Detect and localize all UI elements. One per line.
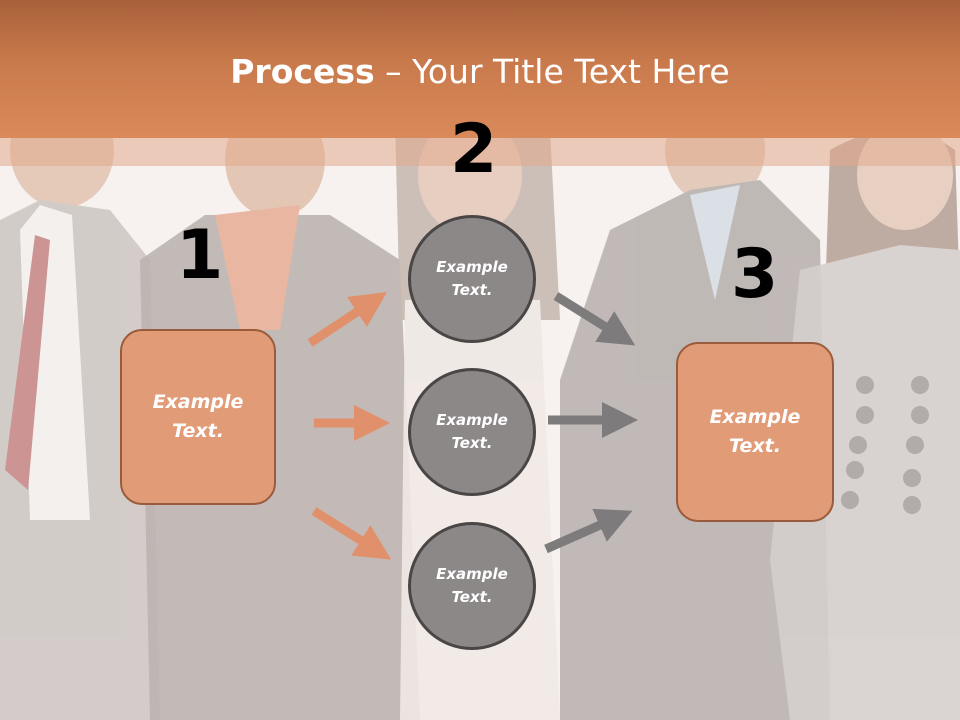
step-number-3: 3 <box>731 235 779 314</box>
arrow-to-bottom-circle <box>311 507 392 560</box>
slide-title[interactable]: Process – Your Title Text Here <box>0 52 960 91</box>
title-bar <box>0 0 960 138</box>
circle-middle-line2: Text. <box>451 434 493 452</box>
step-1-text-line1: Example <box>152 391 244 413</box>
step-3-text-line1: Example <box>709 406 801 428</box>
arrow-to-top-circle <box>307 292 388 347</box>
step-number-2: 2 <box>450 110 498 189</box>
step-3-text-line2: Text. <box>729 435 781 457</box>
title-bar-strip <box>0 138 960 166</box>
step-number-1: 1 <box>176 216 224 295</box>
step-2-circle-top[interactable]: Example Text. <box>408 215 536 343</box>
step-1-box[interactable]: Example Text. <box>120 329 276 505</box>
step-2-circle-bottom[interactable]: Example Text. <box>408 522 536 650</box>
arrow-from-top-circle <box>553 292 636 346</box>
circle-top-line1: Example <box>436 258 508 276</box>
title-bold: Process <box>230 52 375 91</box>
arrow-from-bottom-circle <box>544 508 633 554</box>
circle-middle-line1: Example <box>436 411 508 429</box>
step-2-circle-middle[interactable]: Example Text. <box>408 368 536 496</box>
title-rest: – Your Title Text Here <box>374 52 730 91</box>
circle-bottom-line1: Example <box>436 565 508 583</box>
step-1-text-line2: Text. <box>172 420 224 442</box>
circle-bottom-line2: Text. <box>451 588 493 606</box>
step-3-box[interactable]: Example Text. <box>676 342 834 522</box>
circle-top-line2: Text. <box>451 281 493 299</box>
